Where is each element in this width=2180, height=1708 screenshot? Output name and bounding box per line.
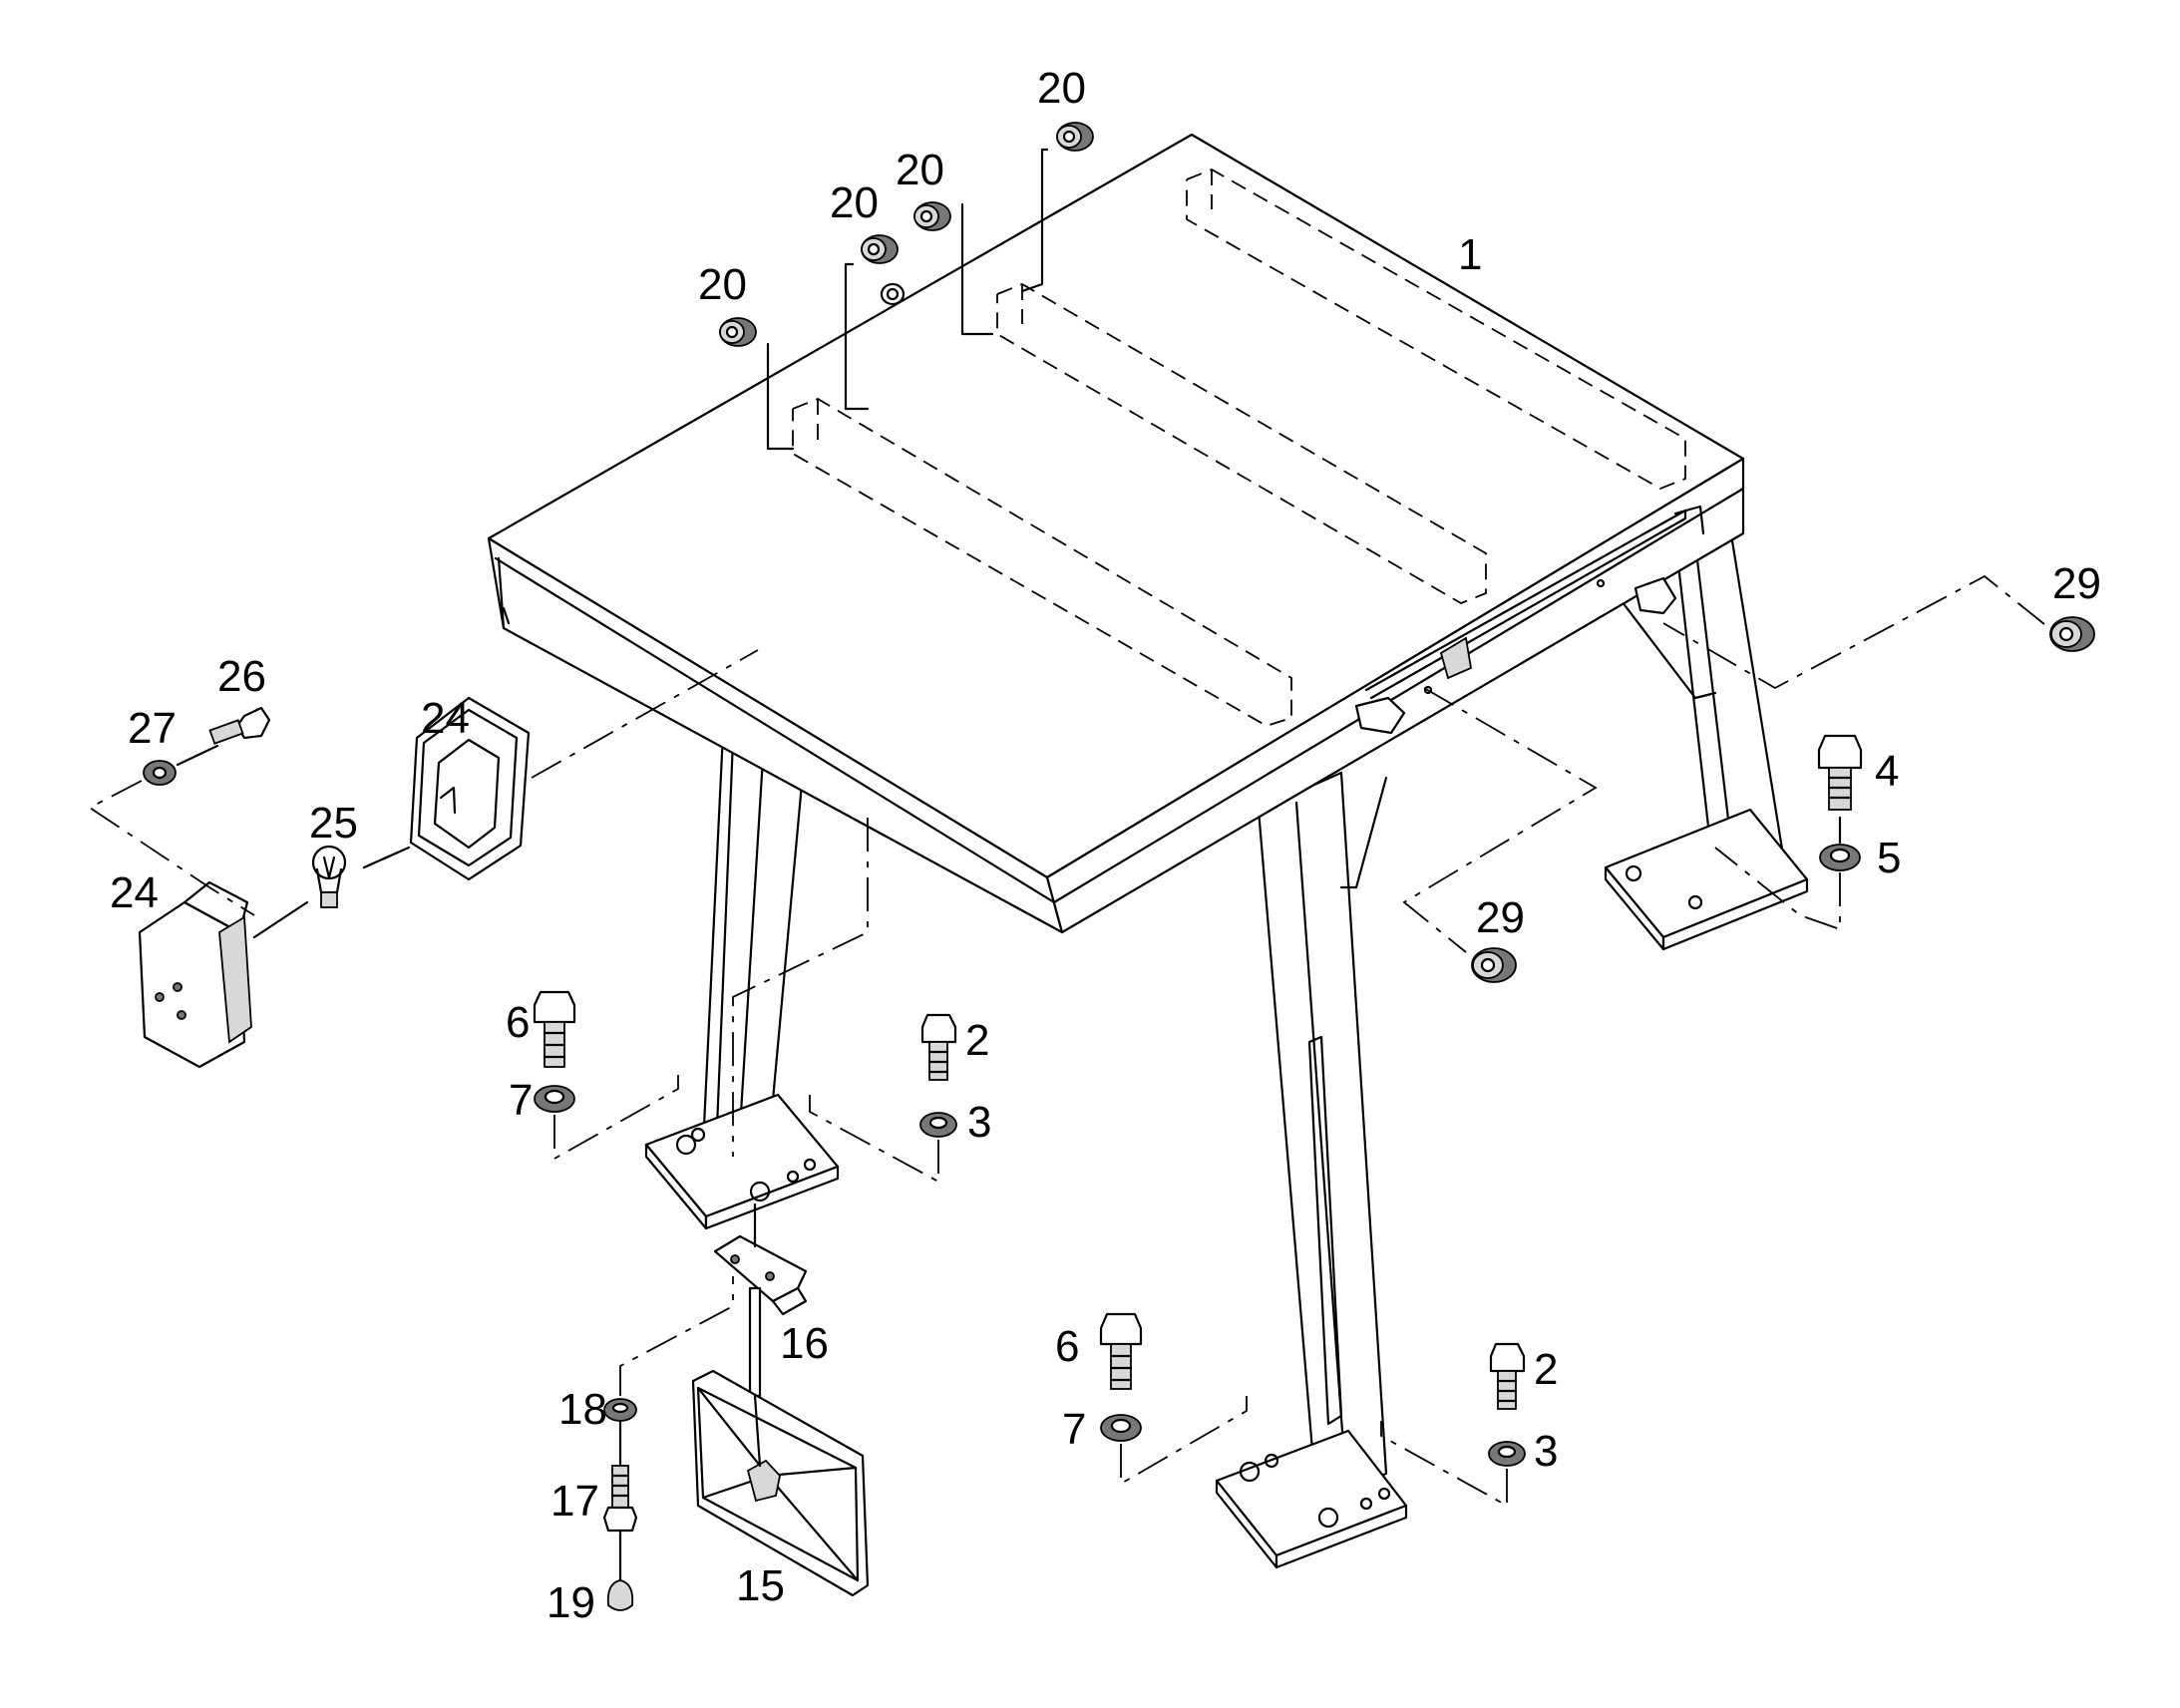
callout-4: 4 xyxy=(1875,747,1899,796)
mirror-bracket-16 xyxy=(713,1202,808,1398)
bolt-2-washer-3-right xyxy=(1380,1342,1526,1508)
grommets-20 xyxy=(719,122,1094,451)
callout-26: 26 xyxy=(217,652,266,701)
callout-1: 1 xyxy=(1458,230,1482,279)
canopy-roof xyxy=(487,133,1745,934)
callout-5: 5 xyxy=(1877,834,1901,882)
lamp-lens-24-lower xyxy=(138,880,252,1069)
callout-7: 7 xyxy=(509,1076,533,1125)
callout-25: 25 xyxy=(309,799,358,848)
callout-2: 2 xyxy=(1534,1345,1558,1394)
callout-24: 24 xyxy=(421,694,470,743)
callout-29: 29 xyxy=(1476,893,1525,942)
grommet-29-right xyxy=(2049,616,2095,652)
washer-27 xyxy=(143,744,219,786)
grommet-20d xyxy=(1056,122,1094,152)
bolt-2-washer-3-left xyxy=(809,1013,957,1184)
callout-20: 20 xyxy=(830,178,879,227)
grommet-20a xyxy=(719,317,757,347)
grommet-29-center xyxy=(1471,947,1517,983)
bolt-4-washer-5 xyxy=(1714,734,1863,931)
callout-15: 15 xyxy=(736,1561,785,1610)
grommet-20b xyxy=(861,234,899,264)
callout-20: 20 xyxy=(698,260,747,309)
callout-27: 27 xyxy=(128,704,177,753)
callout-18: 18 xyxy=(558,1385,607,1434)
callout-29: 29 xyxy=(2052,559,2101,608)
grommet-20c xyxy=(913,201,951,231)
callout-7: 7 xyxy=(1062,1405,1086,1454)
callout-24: 24 xyxy=(110,868,159,917)
screw-17 xyxy=(602,1465,638,1533)
right-rear-leg xyxy=(1604,526,1809,951)
bulb-25 xyxy=(311,845,347,908)
bolt-6-washer-7-right xyxy=(1099,1312,1248,1486)
callout-3: 3 xyxy=(1534,1427,1558,1476)
cap-19 xyxy=(606,1579,634,1611)
callout-20: 20 xyxy=(1037,64,1086,113)
roof-hidden-beams xyxy=(792,169,1686,727)
left-front-leg xyxy=(644,731,840,1230)
roof-grommet-small xyxy=(880,282,906,306)
callout-6: 6 xyxy=(1055,1322,1079,1371)
lamp-housing-24-upper xyxy=(409,696,531,881)
callout-6: 6 xyxy=(506,998,530,1047)
mirror-leader-lines xyxy=(619,1276,734,1396)
callout-17: 17 xyxy=(550,1477,599,1526)
callout-20: 20 xyxy=(896,146,944,194)
callout-3: 3 xyxy=(967,1098,991,1147)
grommets-29 xyxy=(1402,574,2095,983)
right-front-leg xyxy=(1215,771,1408,1569)
callout-2: 2 xyxy=(965,1016,989,1065)
lamp-leader-lines xyxy=(88,649,759,939)
callout-16: 16 xyxy=(780,1319,829,1368)
mirror-15 xyxy=(691,1369,870,1597)
leg-to-bracket-line xyxy=(732,818,869,1157)
callout-labels: 1 20 20 20 20 29 29 4 5 26 27 24 24 25 6… xyxy=(110,64,2101,1627)
bolt-6-washer-7-left xyxy=(533,990,679,1161)
callout-19: 19 xyxy=(546,1578,595,1627)
screw-26 xyxy=(208,706,271,745)
washer-18 xyxy=(603,1398,637,1422)
